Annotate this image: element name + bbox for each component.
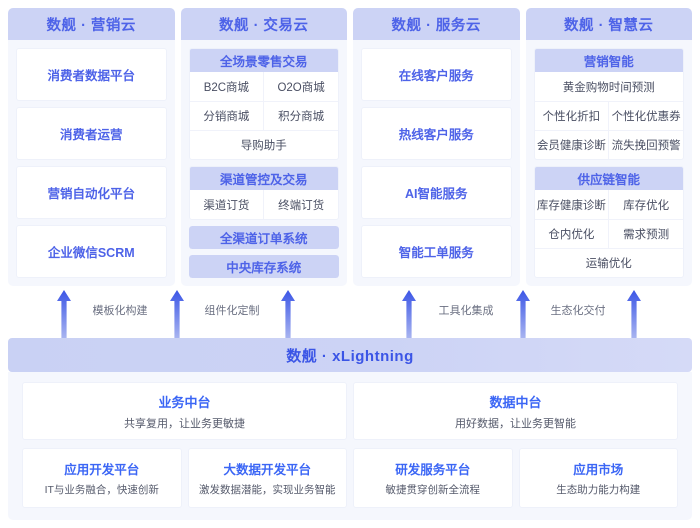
up-arrow-icon [516, 290, 530, 338]
product-group: 中央库存系统 [188, 255, 339, 278]
product-item[interactable]: 黄金购物时间预测 [562, 81, 655, 94]
product-card[interactable]: 智能工单服务 [361, 225, 512, 278]
product-group-row: 仓内优化 需求预测 [534, 219, 683, 248]
platform-card[interactable]: 研发服务平台敏捷贯穿创新全流程 [353, 448, 513, 508]
product-group-row: 分销商城 积分商城 [189, 101, 338, 130]
platform-card-title: 业务中台 [158, 394, 211, 410]
platform-card[interactable]: 大数据开发平台激发数据潜能，实现业务智能 [187, 448, 347, 508]
product-group-row: 运输优化 [534, 248, 683, 277]
platform-card-subtitle: IT与业务融合，快速创新 [44, 484, 159, 496]
product-group-title[interactable]: 供应链智能 [534, 167, 683, 190]
product-item[interactable]: 流失挽回预警 [608, 131, 683, 159]
platform-card-subtitle: 用好数据，让业务更智能 [455, 417, 576, 430]
cloud-column-3: 数舰 · 服务云在线客户服务热线客户服务 AI智能服务智能工单服务 [353, 8, 520, 286]
platform-card-subtitle: 共享复用，让业务更敏捷 [124, 417, 245, 430]
platform-card-title: 应用市场 [573, 463, 624, 477]
product-item[interactable]: 分销商城 [203, 111, 250, 123]
product-item[interactable]: 需求预测 [608, 220, 683, 248]
product-card[interactable]: 消费者数据平台 [16, 48, 167, 101]
product-group-rows: 渠道订货终端订货 [190, 190, 339, 219]
platform-card-title: 大数据开发平台 [223, 463, 311, 477]
midtier-row: 业务中台共享复用，让业务更敏捷数据中台用好数据，让业务更智能 [22, 382, 678, 440]
product-card[interactable]: 营销自动化平台 [16, 166, 167, 219]
up-arrow-icon [627, 290, 641, 338]
product-group-rows: B2C商城 O2O商城分销商城 积分商城导购助手 [189, 72, 339, 159]
product-group-row: 库存健康诊断库存优化 [535, 190, 684, 219]
product-item[interactable]: 积分商城 [263, 102, 338, 130]
product-group-row: 个性化折扣个性化优惠券 [534, 101, 683, 130]
product-card[interactable]: 消费者运营 [16, 107, 167, 160]
product-item[interactable]: 仓内优化 [548, 229, 595, 241]
product-group-rows: 黄金购物时间预测个性化折扣个性化优惠券会员健康诊断流失挽回预警 [534, 72, 684, 159]
platform-card-title: 应用开发平台 [64, 463, 140, 477]
platform-card[interactable]: 业务中台共享复用，让业务更敏捷 [22, 382, 347, 440]
product-group: 供应链智能库存健康诊断库存优化仓内优化需求预测运输优化 [533, 166, 684, 278]
product-group-title[interactable]: 全场景零售交易 [189, 49, 338, 72]
product-item[interactable]: 个性化折扣 [542, 111, 601, 123]
product-group-row: 导购助手 [189, 130, 338, 159]
capability-arrows-row: 模板化构建 组件化定制 工具化集成 生态化交付 [0, 286, 700, 338]
product-item[interactable]: 终端订货 [263, 190, 338, 219]
cloud-column-2: 数舰 · 交易云全场景零售交易 B2C商城 O2O商城分销商城 积分商城导购助手渠道管… [180, 8, 348, 286]
up-arrow-icon [402, 290, 416, 338]
cloud-column-title: 数舰 · 服务云 [353, 8, 520, 40]
product-group-title[interactable]: 渠道管控及交易 [189, 167, 338, 190]
up-arrow-icon [170, 290, 184, 338]
platform-card-subtitle: 激发数据潜能，实现业务智能 [199, 484, 336, 496]
product-group-title[interactable]: 中央库存系统 [188, 255, 339, 278]
product-group-title[interactable]: 全渠道订单系统 [188, 226, 339, 249]
cloud-column-body: 在线客户服务热线客户服务 AI智能服务智能工单服务 [353, 40, 520, 278]
arrow-label: 模板化构建 [92, 305, 148, 317]
product-group: 营销智能黄金购物时间预测个性化折扣个性化优惠券会员健康诊断流失挽回预警 [533, 48, 684, 160]
product-group: 全场景零售交易 B2C商城 O2O商城分销商城 积分商城导购助手 [188, 48, 339, 160]
up-arrow-icon [57, 290, 71, 338]
product-item[interactable]: 库存优化 [608, 190, 683, 219]
platform-card-title: 数据中台 [489, 394, 542, 410]
xlightning-banner: 数舰 · xLightning [8, 338, 692, 372]
product-group: 渠道管控及交易渠道订货终端订货 [188, 166, 339, 220]
product-card[interactable]: 在线客户服务 [361, 48, 512, 101]
product-group-row: 渠道订货终端订货 [190, 190, 339, 219]
product-item[interactable]: 渠道订货 [203, 199, 250, 212]
cloud-column-body: 消费者数据平台消费者运营营销自动化平台企业微信SCRM [8, 40, 175, 278]
product-group: 全渠道订单系统 [188, 226, 339, 249]
product-item[interactable]: 导购助手 [240, 140, 287, 152]
product-group-title[interactable]: 营销智能 [534, 49, 683, 72]
platform-card-subtitle: 敏捷贯穿创新全流程 [385, 484, 481, 496]
product-item[interactable]: 库存健康诊断 [536, 199, 606, 212]
product-group-row: 会员健康诊断流失挽回预警 [534, 130, 683, 159]
product-item[interactable]: O2O商城 [263, 72, 338, 101]
platform-card[interactable]: 应用开发平台 IT与业务融合，快速创新 [22, 448, 182, 508]
product-group-rows: 库存健康诊断库存优化仓内优化 需求预测运输优化 [534, 190, 684, 277]
arrow-label: 工具化集成 [438, 305, 494, 317]
product-item[interactable]: B2C商城 [203, 81, 250, 94]
xlightning-title: 数舰 · xLightning [286, 347, 414, 365]
up-arrow-icon [281, 290, 295, 338]
platform-card[interactable]: 应用市场生态助力能力构建 [518, 448, 678, 508]
product-card[interactable]: 热线客户服务 [361, 107, 512, 160]
cloud-column-body: 营销智能黄金购物时间预测个性化折扣个性化优惠券会员健康诊断流失挽回预警供应链智能… [526, 40, 693, 278]
cloud-column-title: 数舰 · 智慧云 [525, 8, 692, 40]
product-item[interactable]: 个性化优惠券 [608, 102, 683, 130]
cloud-column-title: 数舰 · 营销云 [8, 8, 175, 40]
product-item[interactable]: 会员健康诊断 [536, 140, 606, 152]
product-group-row: 黄金购物时间预测 [535, 72, 684, 101]
arrow-label: 生态化交付 [550, 305, 606, 317]
platform-card-subtitle: 生态助力能力构建 [556, 484, 641, 496]
platform-card[interactable]: 数据中台用好数据，让业务更智能 [353, 382, 678, 440]
platform-card-title: 研发服务平台 [395, 463, 471, 477]
cloud-column-title: 数舰 · 交易云 [180, 8, 347, 40]
product-card[interactable]: 企业微信SCRM [16, 225, 167, 278]
product-group-row: B2C商城 O2O商城 [190, 72, 339, 101]
cloud-column-4: 数舰 · 智慧云营销智能黄金购物时间预测个性化折扣个性化优惠券会员健康诊断流失挽… [525, 8, 693, 286]
arrow-label: 组件化定制 [204, 305, 260, 317]
cloud-column-1: 数舰 · 营销云消费者数据平台消费者运营营销自动化平台企业微信SCRM [8, 8, 175, 286]
product-card[interactable]: AI智能服务 [361, 166, 512, 219]
product-item[interactable]: 运输优化 [585, 258, 632, 270]
